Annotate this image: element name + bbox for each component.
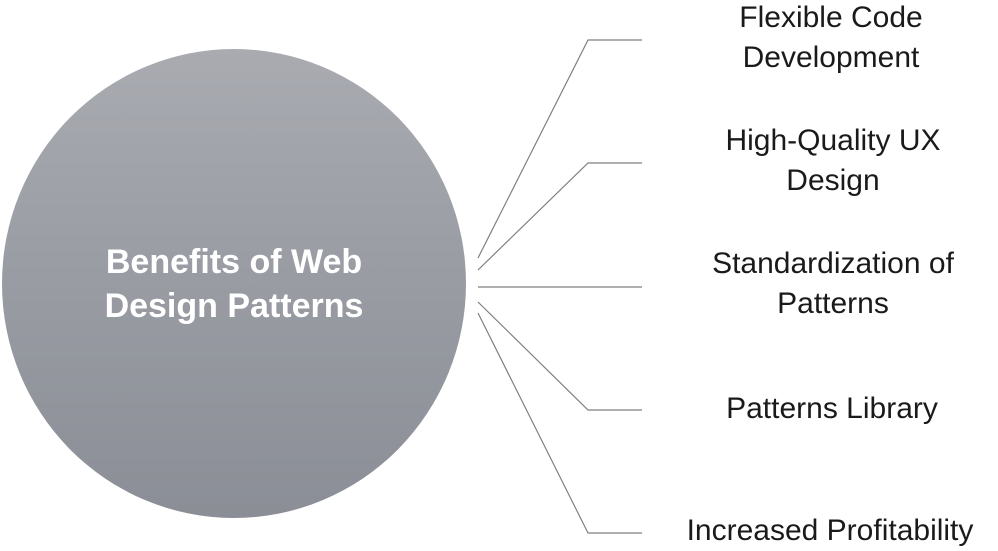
- branch-label-increased-profitability: Increased Profitability: [686, 514, 974, 547]
- branch-label-standardization: Standardization of Patterns: [712, 247, 954, 320]
- connector-line-2: [477, 162, 642, 271]
- connector-line-1: [477, 39, 642, 259]
- branch-label-flexible-code: Flexible Code Development: [739, 1, 923, 74]
- connector-line-5: [477, 312, 642, 534]
- branch-label-ux-design: High-Quality UX Design: [725, 124, 941, 197]
- center-title: Benefits of Web Design Patterns: [104, 242, 364, 325]
- branch-label-patterns-library: Patterns Library: [726, 392, 938, 425]
- center-circle: Benefits of Web Design Patterns: [2, 49, 466, 518]
- connector-line-4: [477, 301, 642, 411]
